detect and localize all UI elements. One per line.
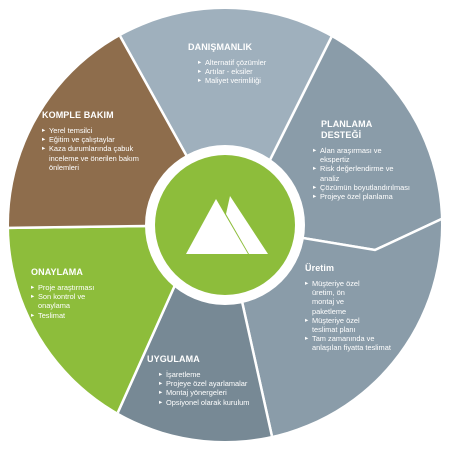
segment-onaylama: ONAYLAMA Proje araştırması Son kontrol v…: [31, 267, 111, 320]
list-item: Kaza durumlarında çabuk inceleme ve öner…: [42, 144, 154, 172]
segment-title: UYGULAMA: [147, 354, 200, 364]
list-item: Müşteriye özel üretim, ön montaj ve pake…: [305, 279, 364, 316]
list-item: İşaretleme: [159, 370, 249, 379]
segment-komple-bakim: KOMPLE BAKIM Yerel temsilci Eğitim ve ça…: [42, 110, 154, 172]
list-item: Çözümün boyutlandırılması: [313, 183, 423, 192]
segment-title: PLANLAMA DESTEĞİ: [321, 119, 423, 141]
segment-danismanlik: DANIŞMANLIK Alternatif çözümler Artılar …: [188, 42, 266, 86]
list-item: Teslimat: [31, 311, 111, 320]
item-list: İşaretleme Projeye özel ayarlamalar Mont…: [159, 370, 249, 407]
list-item: Son kontrol ve onaylama: [31, 292, 86, 310]
item-list: Proje araştırması Son kontrol ve onaylam…: [31, 283, 111, 320]
item-list: Yerel temsilci Eğitim ve çalıştaylar Kaz…: [42, 126, 154, 172]
list-item: Projeye özel ayarlamalar: [159, 379, 249, 388]
segment-planlama: PLANLAMA DESTEĞİ Alan araşırması ve eksp…: [313, 119, 423, 201]
title-line: DESTEĞİ: [321, 130, 362, 140]
list-item: Artılar - eksiler: [198, 67, 266, 76]
list-item: Eğitim ve çalıştaylar: [42, 135, 154, 144]
segment-uygulama: UYGULAMA İşaretleme Projeye özel ayarlam…: [147, 354, 249, 407]
list-item: Risk değerlendirme ve analiz: [313, 164, 404, 182]
segment-title: DANIŞMANLIK: [188, 42, 253, 52]
list-item: Alternatif çözümler: [198, 58, 266, 67]
list-item: Yerel temsilci: [42, 126, 154, 135]
segment-title: KOMPLE BAKIM: [42, 110, 114, 120]
segment-uretim: Üretim Müşteriye özel üretim, ön montaj …: [305, 263, 397, 353]
list-item: Opsiyonel olarak kurulum: [159, 398, 249, 407]
list-item: Proje araştırması: [31, 283, 111, 292]
list-item: Tam zamanında ve anlaşılan fiyatta tesli…: [305, 334, 397, 352]
segment-title: Üretim: [305, 263, 335, 273]
list-item: Maliyet verimliliği: [198, 76, 266, 85]
list-item: Alan araşırması ve ekspertiz: [313, 146, 386, 164]
item-list: Alan araşırması ve ekspertiz Risk değerl…: [313, 146, 423, 201]
segment-title: ONAYLAMA: [31, 267, 83, 277]
title-line: PLANLAMA: [321, 119, 373, 129]
mountain-icon: [186, 196, 268, 254]
list-item: Müşteriye özel teslimat planı: [305, 316, 380, 334]
list-item: Projeye özel planlama: [313, 192, 423, 201]
list-item: Montaj yönergeleri: [159, 388, 249, 397]
item-list: Müşteriye özel üretim, ön montaj ve pake…: [305, 279, 397, 353]
item-list: Alternatif çözümler Artılar - eksiler Ma…: [198, 58, 266, 86]
